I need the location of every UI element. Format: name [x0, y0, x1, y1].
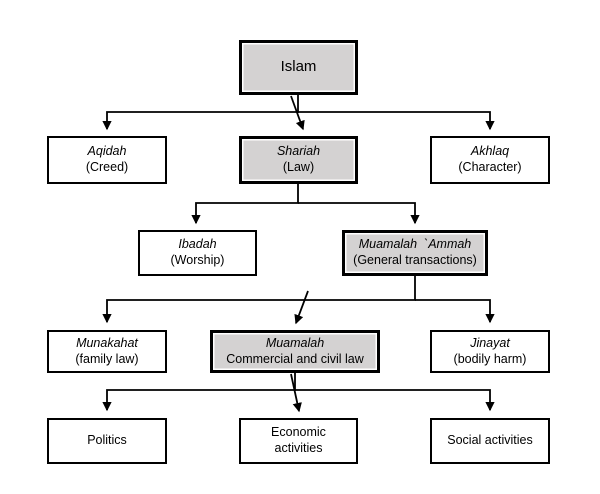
edge-muamalah-ammah-to-jinayat	[415, 299, 495, 324]
node-munakahat[interactable]: Munakahat (family law)	[47, 330, 167, 373]
node-politics[interactable]: Politics	[47, 418, 167, 464]
node-islam-label: Islam	[280, 58, 317, 76]
node-economic-activities[interactable]: Economic activities	[239, 418, 358, 464]
node-muamalah[interactable]: Muamalah Commercial and civil law	[210, 330, 380, 373]
edge-muamalah-to-social-activities	[295, 389, 495, 412]
node-social-activities[interactable]: Social activities	[430, 418, 550, 464]
node-munakahat-sublabel: (family law)	[75, 351, 139, 366]
edge-shariah-to-muamalah-ammah	[298, 202, 420, 225]
edge-shariah-to-ibadah	[191, 184, 299, 225]
node-ibadah[interactable]: Ibadah (Worship)	[138, 230, 257, 276]
edge-islam-to-aqidah	[102, 95, 299, 131]
node-shariah-label: Shariah	[276, 144, 321, 159]
node-economic-activities-sublabel: activities	[274, 441, 323, 455]
edge-muamalah-ammah-to-munakahat	[102, 276, 416, 324]
node-muamalah-ammah-label: Muamalah `Ammah	[358, 237, 472, 252]
node-aqidah[interactable]: Aqidah (Creed)	[47, 136, 167, 184]
node-aqidah-sublabel: (Creed)	[85, 160, 129, 174]
node-shariah[interactable]: Shariah (Law)	[239, 136, 358, 184]
node-aqidah-label: Aqidah	[87, 144, 127, 159]
node-ibadah-sublabel: (Worship)	[170, 253, 225, 267]
node-muamalah-sublabel: Commercial and civil law	[226, 351, 364, 366]
edge-muamalah-to-economic-activities	[290, 373, 302, 413]
node-muamalah-ammah[interactable]: Muamalah `Ammah (General transactions)	[342, 230, 488, 276]
node-jinayat-label: Jinayat	[470, 335, 510, 350]
node-jinayat[interactable]: Jinayat (bodily harm)	[430, 330, 550, 373]
node-akhlaq-label: Akhlaq	[470, 144, 510, 159]
node-social-activities-label: Social activities	[447, 433, 533, 448]
edge-islam-to-akhlaq	[298, 111, 495, 131]
node-islam[interactable]: Islam	[239, 40, 358, 95]
node-shariah-sublabel: (Law)	[282, 160, 315, 174]
node-ibadah-label: Ibadah	[178, 237, 217, 252]
node-economic-activities-label: Economic	[271, 425, 326, 440]
edge-islam-to-shariah	[290, 95, 305, 131]
edge-muamalah-to-politics	[102, 373, 296, 412]
node-akhlaq-sublabel: (Character)	[458, 160, 522, 174]
edge-muamalah-ammah-to-muamalah	[294, 290, 309, 325]
node-politics-label: Politics	[87, 433, 127, 448]
node-muamalah-ammah-sublabel: (General transactions)	[353, 253, 477, 267]
node-akhlaq[interactable]: Akhlaq (Character)	[430, 136, 550, 184]
node-munakahat-label: Munakahat	[76, 335, 138, 350]
node-muamalah-label: Muamalah	[265, 335, 325, 350]
node-jinayat-sublabel: (bodily harm)	[453, 351, 527, 366]
